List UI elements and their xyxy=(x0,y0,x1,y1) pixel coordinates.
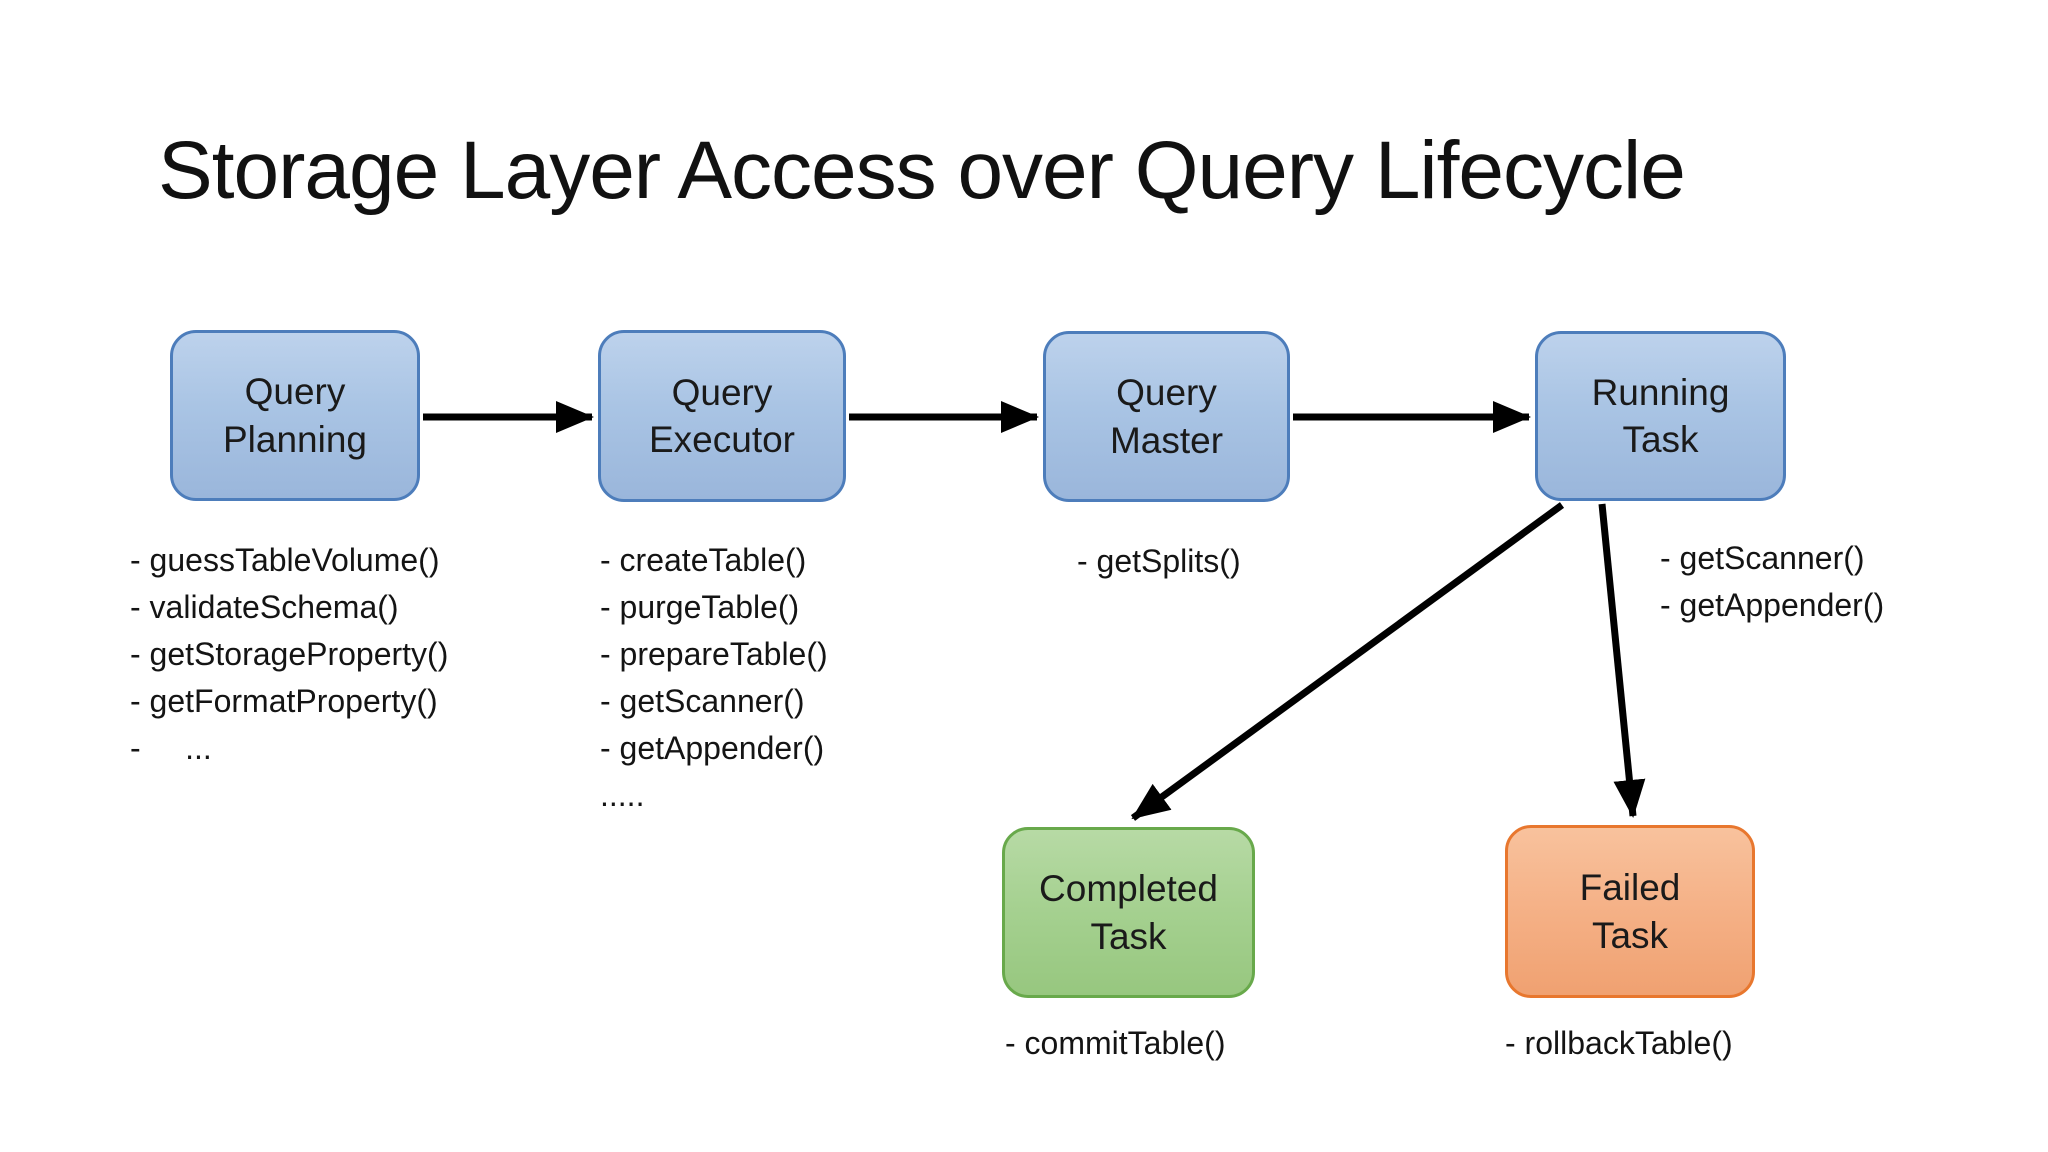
node-query-executor-label: Query Executor xyxy=(648,371,795,460)
node-failed-task: Failed Task xyxy=(1505,825,1755,998)
arrow-running-to-failed xyxy=(1598,503,1646,818)
node-query-executor: Query Executor xyxy=(598,330,846,502)
method-item: - getStorageProperty() xyxy=(130,636,449,672)
method-item: - guessTableVolume() xyxy=(130,542,440,578)
method-item: - prepareTable() xyxy=(600,636,828,672)
method-list-completed-task: - commitTable() xyxy=(1005,1020,1225,1067)
node-running-task-label: Running Task xyxy=(1591,371,1730,460)
method-list-failed-task: - rollbackTable() xyxy=(1505,1020,1733,1067)
method-item: - getScanner() xyxy=(1660,540,1865,576)
node-failed-task-label: Failed Task xyxy=(1579,867,1681,956)
method-item: - getAppender() xyxy=(600,730,825,766)
node-query-planning: Query Planning xyxy=(170,330,420,501)
method-list-query-executor: - createTable() - purgeTable() - prepare… xyxy=(600,537,828,819)
node-completed-task-label: Completed Task xyxy=(1039,868,1218,957)
method-item: - commitTable() xyxy=(1005,1025,1226,1061)
node-query-master-label: Query Master xyxy=(1109,372,1224,461)
method-list-query-master: - getSplits() xyxy=(1077,538,1241,585)
method-list-running-task: - getScanner() - getAppender() xyxy=(1660,535,1884,629)
method-item: - getScanner() xyxy=(600,683,805,719)
method-item: - validateSchema() xyxy=(130,589,399,625)
method-item: - getFormatProperty() xyxy=(130,683,438,719)
method-item: - getAppender() xyxy=(1660,587,1885,623)
node-completed-task: Completed Task xyxy=(1002,827,1255,998)
method-item: - rollbackTable() xyxy=(1505,1025,1733,1061)
method-item: - getSplits() xyxy=(1077,543,1241,579)
method-list-query-planning: - guessTableVolume() - validateSchema() … xyxy=(130,537,448,772)
slide-title: Storage Layer Access over Query Lifecycl… xyxy=(158,125,1686,216)
node-running-task: Running Task xyxy=(1535,331,1786,501)
method-item: - ... xyxy=(130,730,212,766)
node-query-planning-label: Query Planning xyxy=(222,371,367,460)
node-query-master: Query Master xyxy=(1043,331,1290,502)
method-item: - purgeTable() xyxy=(600,589,800,625)
method-item: - createTable() xyxy=(600,542,807,578)
method-item: ..... xyxy=(600,777,645,813)
